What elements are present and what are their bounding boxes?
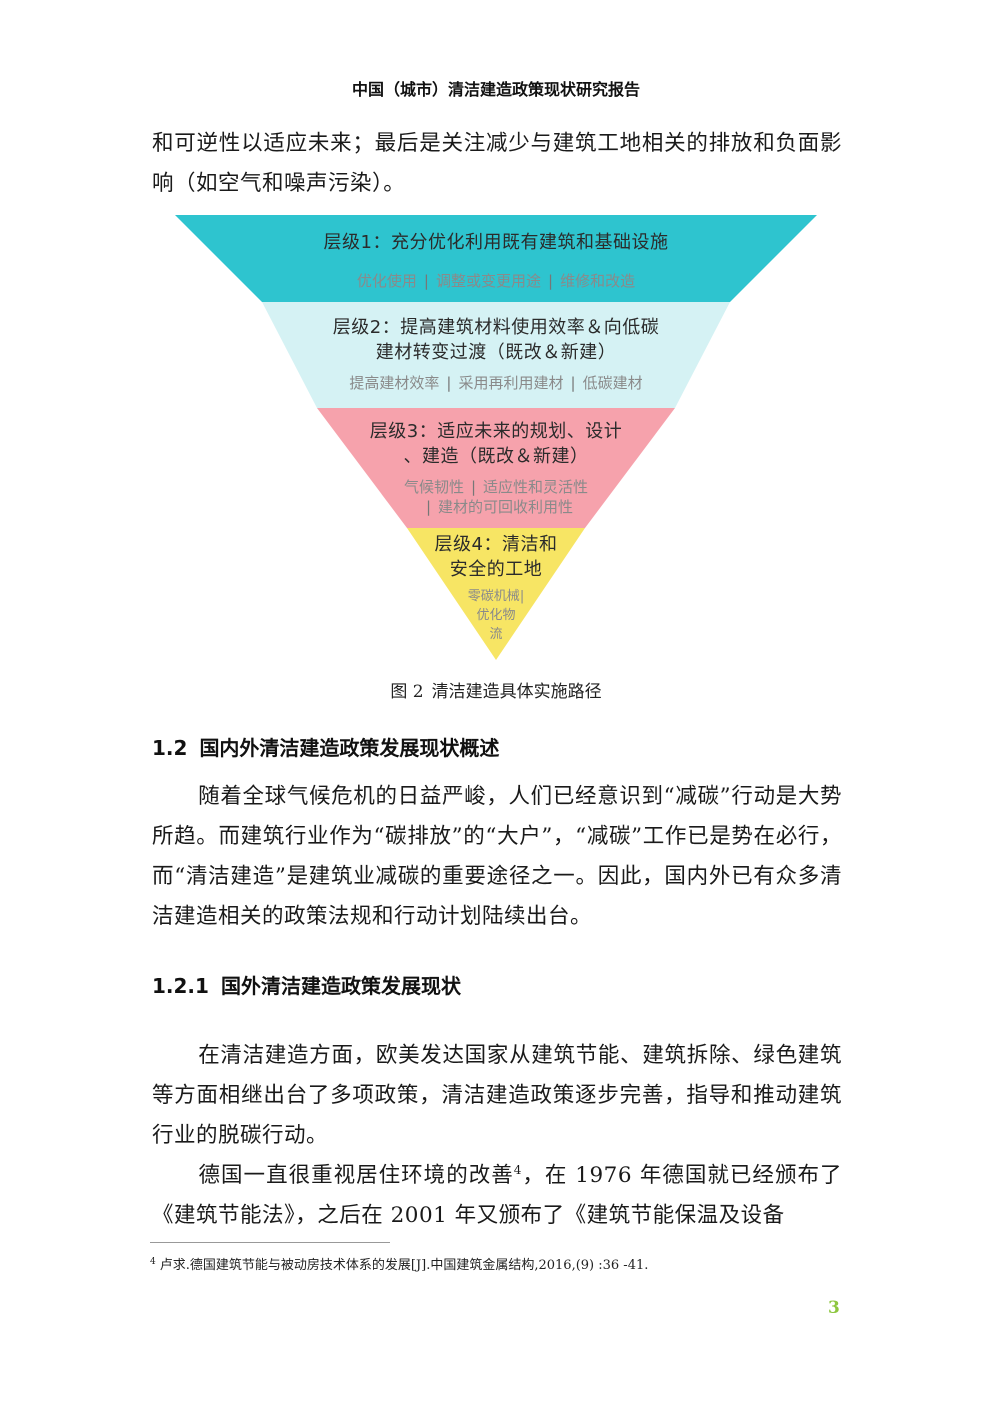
- tier-1-item: 优化使用: [356, 272, 417, 290]
- tier-1-item: 调整或变更用途: [435, 272, 541, 290]
- tier-1-items: 优化使用|调整或变更用途|维修和改造: [356, 272, 636, 290]
- footnote-reference[interactable]: 4: [513, 1162, 522, 1177]
- figure-number: 图 2: [390, 682, 424, 702]
- figure-caption-text: 清洁建造具体实施路径: [431, 682, 602, 702]
- tier-2-item: 低碳建材: [582, 374, 643, 392]
- implementation-pyramid-figure: 层级1：充分优化利用既有建筑和基础设施 优化使用|调整或变更用途|维修和改造 层…: [175, 215, 817, 660]
- section-number: 1.2.1: [152, 974, 209, 998]
- tier-4-items: 零碳机械| 优化物 流: [396, 587, 596, 644]
- tier-2-item: 采用再利用建材: [458, 374, 564, 392]
- footnote-divider: [150, 1242, 390, 1243]
- body-paragraph-1: 随着全球气候危机的日益严峻，人们已经意识到“减碳”行动是大势所趋。而建筑行业作为…: [152, 777, 842, 937]
- footnote-text: 卢求.德国建筑节能与被动房技术体系的发展[J].中国建筑金属结构,2016,(9…: [159, 1258, 649, 1273]
- tier-2-band: [262, 302, 730, 408]
- tier-1-text: 层级1：充分优化利用既有建筑和基础设施 优化使用|调整或变更用途|维修和改造: [235, 230, 757, 291]
- tier-3-item: 建材的可回收利用性: [438, 498, 574, 516]
- body-paragraph-3-text: 德国一直很重视居住环境的改善: [198, 1163, 514, 1188]
- tier-3-item: 气候韧性: [403, 478, 464, 496]
- section-heading-1-2: 1.2 国内外清洁建造政策发展现状概述: [152, 732, 499, 761]
- tier-3-band: [317, 408, 675, 528]
- body-paragraph-2-text: 在清洁建造方面，欧美发达国家从建筑节能、建筑拆除、绿色建筑等方面相继出台了多项政…: [152, 1043, 842, 1148]
- tier-3-item: 适应性和灵活性: [483, 478, 589, 496]
- body-paragraph-3: 德国一直很重视居住环境的改善4，在 1976 年德国就已经颁布了《建筑节能法》，…: [152, 1156, 842, 1236]
- body-paragraph-1-text: 随着全球气候危机的日益严峻，人们已经意识到“减碳”行动是大势所趋。而建筑行业作为…: [152, 784, 842, 929]
- tier-4-title-line: 安全的工地: [449, 559, 543, 580]
- tier-3-items-line: 气候韧性|适应性和灵活性: [403, 478, 589, 496]
- figure-caption: 图 2 清洁建造具体实施路径: [0, 677, 992, 702]
- tier-2-items: 提高建材效率|采用再利用建材|低碳建材: [349, 374, 643, 392]
- tier-4-text: 层级4：清洁和 安全的工地 零碳机械| 优化物 流: [396, 532, 596, 644]
- tier-1-title: 层级1：充分优化利用既有建筑和基础设施: [323, 232, 669, 253]
- tier-4-title-line: 层级4：清洁和: [434, 534, 558, 555]
- running-header: 中国（城市）清洁建造政策现状研究报告: [351, 80, 640, 99]
- page-number: 3: [828, 1298, 840, 1318]
- tier-2-item: 提高建材效率: [349, 374, 440, 392]
- tier-2-text: 层级2：提高建筑材料使用效率＆向低碳 建材转变过渡（既改＆新建） 提高建材效率|…: [275, 315, 717, 393]
- body-paragraph-3-text: ，在 1976 年德国就已经颁布了《建筑节能法》，之后在 2001 年又颁布了《…: [152, 1163, 842, 1228]
- section-title: 国外清洁建造政策发展现状: [220, 974, 461, 998]
- tier-3-title-line: 层级3：适应未来的规划、设计: [369, 421, 623, 442]
- pyramid-shapes: [175, 215, 817, 660]
- intro-paragraph: 和可逆性以适应未来；最后是关注减少与建筑工地相关的排放和负面影响（如空气和噪声污…: [152, 131, 842, 196]
- tier-4-item: 优化物: [476, 608, 516, 623]
- tier-4-item: 流: [489, 627, 503, 642]
- tier-3-text: 层级3：适应未来的规划、设计 、建造（既改＆新建） 气候韧性|适应性和灵活性 |…: [325, 419, 667, 517]
- body-paragraph-2: 在清洁建造方面，欧美发达国家从建筑节能、建筑拆除、绿色建筑等方面相继出台了多项政…: [152, 1036, 842, 1156]
- tier-1-item: 维修和改造: [560, 272, 636, 290]
- section-title: 国内外清洁建造政策发展现状概述: [199, 736, 500, 760]
- tier-3-title-line: 、建造（既改＆新建）: [403, 446, 589, 467]
- tier-1-band: [175, 215, 817, 302]
- footnote-mark: 4: [150, 1256, 156, 1267]
- tier-2-title-line: 层级2：提高建筑材料使用效率＆向低碳: [332, 317, 660, 338]
- tier-2-title-line: 建材转变过渡（既改＆新建）: [375, 342, 617, 363]
- section-number: 1.2: [152, 736, 188, 760]
- tier-4-item: 零碳机械: [467, 589, 520, 604]
- section-heading-1-2-1: 1.2.1 国外清洁建造政策发展现状: [152, 970, 461, 999]
- tier-3-items-line: |建材的可回收利用性: [425, 498, 574, 516]
- tier-4-band: [407, 528, 585, 660]
